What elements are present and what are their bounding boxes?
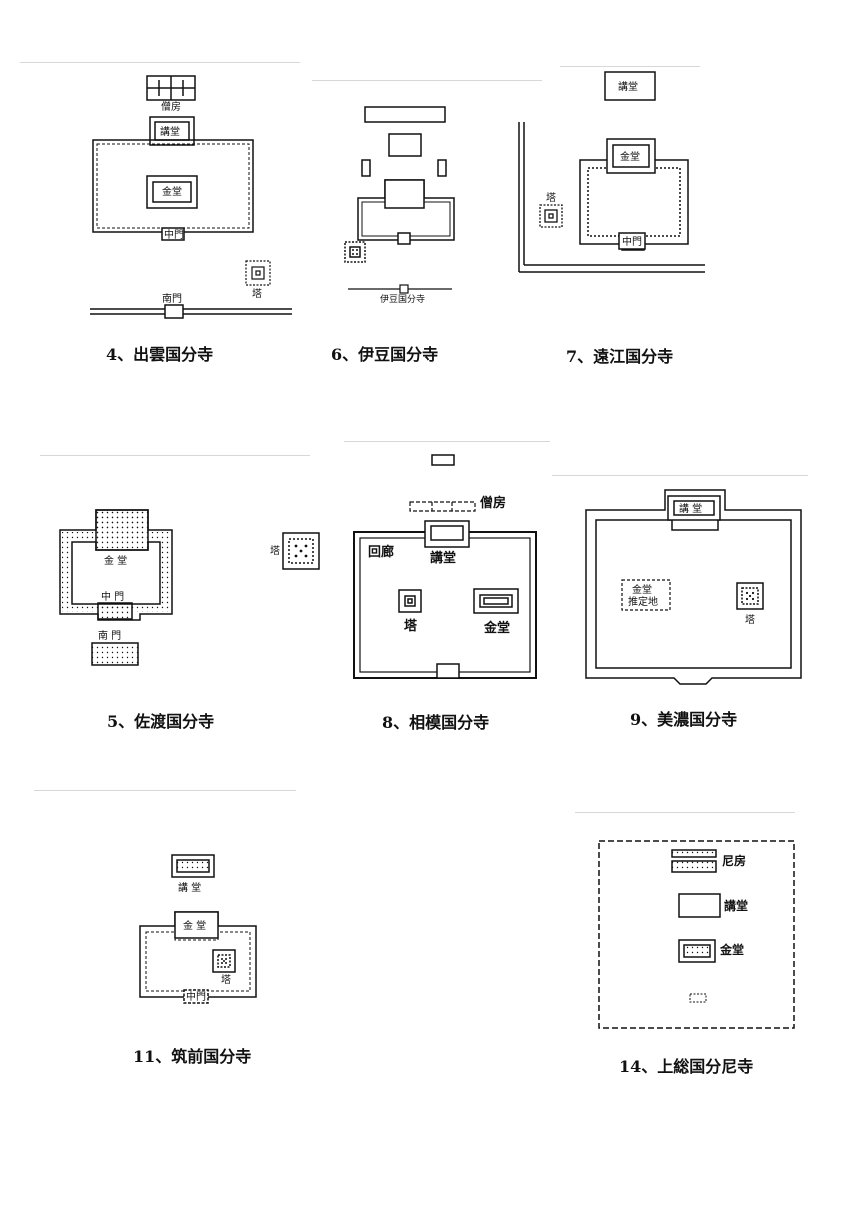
caption-sado: 5、佐渡国分寺 [107, 712, 215, 731]
caption-izu: 6、伊豆国分寺 [331, 345, 439, 364]
label-kondo-2: 推定地 [628, 595, 658, 608]
label-nibo: 尼房 [722, 853, 746, 868]
pagoda [344, 241, 366, 263]
label-site: 伊豆国分寺 [380, 293, 425, 305]
small-building [437, 159, 447, 177]
divider-line [560, 66, 700, 67]
kodo-building [667, 495, 721, 521]
kondo-building [678, 939, 716, 963]
label-kodo: 講堂 [160, 125, 180, 138]
label-kondo: 金 堂 [183, 919, 206, 932]
label-kondo: 金 堂 [104, 554, 127, 567]
label-chumon: 中 門 [101, 590, 124, 603]
label-kondo: 金堂 [483, 620, 510, 636]
label-to: 塔 [221, 973, 231, 986]
kodo-building [424, 520, 470, 548]
chumon-gate [436, 663, 460, 679]
pagoda [736, 582, 764, 610]
pagoda [245, 260, 271, 286]
precinct-wall [518, 122, 705, 273]
precinct-wall [598, 840, 795, 1029]
label-kodo: 講 堂 [178, 881, 201, 894]
chumon-gate [161, 227, 185, 241]
pagoda [282, 532, 320, 570]
sobo-building [409, 501, 476, 512]
nibo-building [671, 849, 717, 873]
label-nandaimon: 南門 [162, 292, 182, 305]
pagoda [398, 589, 422, 613]
divider-line [20, 62, 300, 63]
label-kondo: 金堂 [719, 942, 744, 957]
label-kodo: 講 堂 [679, 502, 702, 515]
label-chumon: 中門 [164, 228, 184, 241]
kondo-site [621, 579, 671, 611]
kodo-building [604, 71, 656, 101]
chumon-gate [689, 993, 707, 1003]
nandaimon-gate [91, 642, 139, 666]
kodo-building [388, 133, 422, 157]
nandaimon-gate [164, 304, 184, 319]
kondo-building [606, 138, 656, 174]
divider-line [312, 80, 542, 81]
small-building [431, 454, 455, 466]
label-sobo: 僧房 [161, 100, 181, 113]
kodo-building [171, 854, 215, 878]
kondo-building [384, 179, 425, 209]
small-building [361, 159, 371, 177]
sobo-building [364, 106, 446, 123]
label-to: 塔 [404, 618, 418, 634]
label-kodo: 講堂 [724, 898, 748, 913]
divider-line [34, 790, 296, 791]
label-chumon: 中門 [622, 235, 642, 248]
label-to: 塔 [745, 613, 755, 626]
chumon-gate [397, 232, 411, 245]
kondo-building [174, 911, 219, 939]
chumon-gate [183, 989, 209, 1004]
label-to: 塔 [270, 544, 280, 557]
divider-line [40, 455, 310, 456]
caption-chikuzen: 11、筑前国分寺 [133, 1047, 252, 1066]
label-kodo: 講堂 [430, 550, 456, 566]
divider-line [344, 441, 550, 442]
kondo-building [473, 588, 519, 614]
label-chumon: 中門 [186, 990, 206, 1003]
south-wall [90, 308, 292, 315]
caption-mino: 9、美濃国分寺 [630, 710, 738, 729]
caption-totomi: 7、遠江国分寺 [566, 347, 674, 366]
kodo-building [678, 893, 721, 918]
caption-izumo: 4、出雲国分寺 [106, 345, 214, 364]
chumon-gate [618, 232, 646, 250]
label-kondo: 金堂 [162, 185, 182, 198]
kondo-building [95, 509, 149, 551]
pagoda [212, 949, 236, 973]
divider-line [575, 812, 795, 813]
label-to: 塔 [546, 191, 556, 204]
kondo-building [146, 175, 198, 209]
sobo-building [146, 75, 196, 101]
label-kodo: 講堂 [618, 80, 638, 93]
label-nandaimon: 南 門 [98, 629, 121, 642]
label-kondo: 金堂 [620, 150, 640, 163]
label-sobo: 僧房 [480, 495, 506, 511]
pagoda [539, 204, 563, 228]
caption-sagami: 8、相模国分寺 [382, 713, 490, 732]
chumon-gate [97, 602, 133, 620]
caption-kazusa: 14、上総国分尼寺 [619, 1057, 754, 1076]
nandaimon-gate [399, 284, 409, 294]
label-kondo-1: 金堂 [632, 583, 652, 596]
label-to: 塔 [252, 287, 262, 300]
divider-line [552, 475, 808, 476]
label-kairo: 回廊 [368, 544, 394, 560]
